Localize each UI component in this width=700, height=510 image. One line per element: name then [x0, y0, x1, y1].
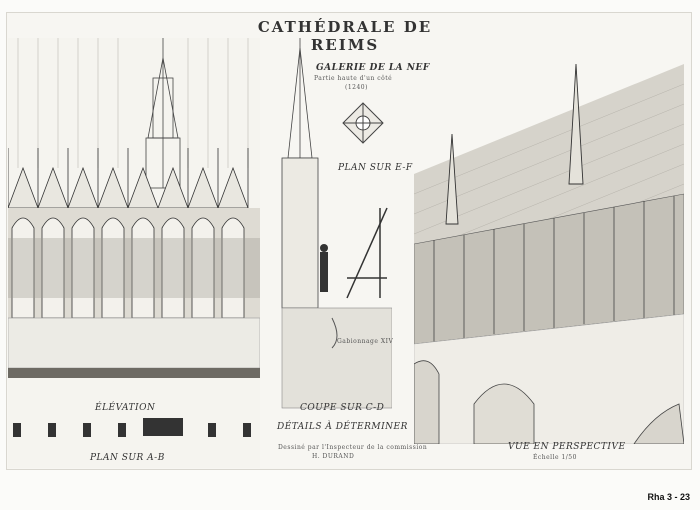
- gallery-date: (1240): [345, 84, 368, 91]
- perspective-subcaption: Échelle 1/50: [533, 454, 577, 461]
- author: H. DURAND: [312, 453, 355, 460]
- detail-caption: DÉTAILS À DÉTERMINER: [277, 422, 408, 432]
- gallery-heading: GALERIE DE LA NEF: [316, 63, 430, 73]
- perspective-drawing: [414, 63, 684, 444]
- plan-detail-icon: [342, 102, 384, 144]
- perspective-caption: VUE EN PERSPECTIVE: [508, 442, 626, 452]
- gallery-subheading: Partie haute d'un côté: [314, 75, 393, 82]
- section-drawing: [281, 38, 392, 409]
- plan-label-ef: PLAN SUR E-F: [338, 163, 413, 173]
- plan-caption: PLAN SUR A-B: [90, 453, 165, 463]
- credit-line: Dessiné par l'Inspecteur de la commissio…: [278, 444, 428, 451]
- document-title: CATHÉDRALE DE REIMS: [257, 18, 433, 54]
- elevation-caption: ÉLÉVATION: [95, 403, 156, 413]
- elevation-drawing: [8, 38, 260, 468]
- cut-label: COUPE SUR C-D: [300, 403, 385, 413]
- annotation-label: Gabionnage XIV: [337, 338, 394, 345]
- page-label: Rha 3 - 23: [647, 492, 690, 502]
